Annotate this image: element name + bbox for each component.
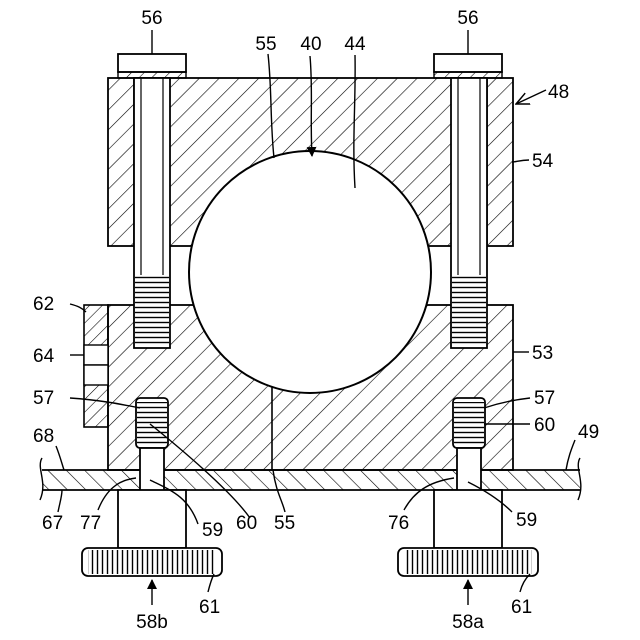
side-bracket-62: [84, 305, 108, 427]
label-61-left: 61: [199, 597, 220, 618]
knob-58b: [82, 490, 222, 576]
label-44: 44: [344, 34, 366, 55]
label-59-left: 59: [202, 520, 223, 541]
label-58b: 58b: [136, 612, 168, 633]
label-77: 77: [80, 513, 101, 534]
label-58a: 58a: [452, 612, 484, 633]
label-60-right: 60: [534, 415, 555, 436]
label-67: 67: [42, 513, 63, 534]
label-53: 53: [532, 343, 553, 364]
label-55-top: 55: [255, 34, 276, 55]
label-40: 40: [300, 34, 321, 55]
label-49: 49: [578, 422, 599, 443]
label-57-left: 57: [33, 388, 54, 409]
label-48: 48: [548, 82, 569, 103]
label-54: 54: [532, 151, 554, 172]
label-68: 68: [33, 426, 54, 447]
label-64: 64: [33, 346, 55, 367]
ball-44: [189, 151, 431, 393]
label-56-right: 56: [457, 8, 478, 29]
knob-58a: [398, 490, 538, 576]
label-56-left: 56: [141, 8, 162, 29]
label-57-right: 57: [534, 388, 555, 409]
label-76: 76: [388, 513, 409, 534]
label-62: 62: [33, 294, 54, 315]
screw-57-right: [453, 398, 485, 492]
label-59-right: 59: [516, 510, 537, 531]
label-60-left: 60: [236, 513, 257, 534]
label-55-bottom: 55: [274, 513, 295, 534]
screw-57-left: [136, 398, 168, 492]
label-61-right: 61: [511, 597, 532, 618]
